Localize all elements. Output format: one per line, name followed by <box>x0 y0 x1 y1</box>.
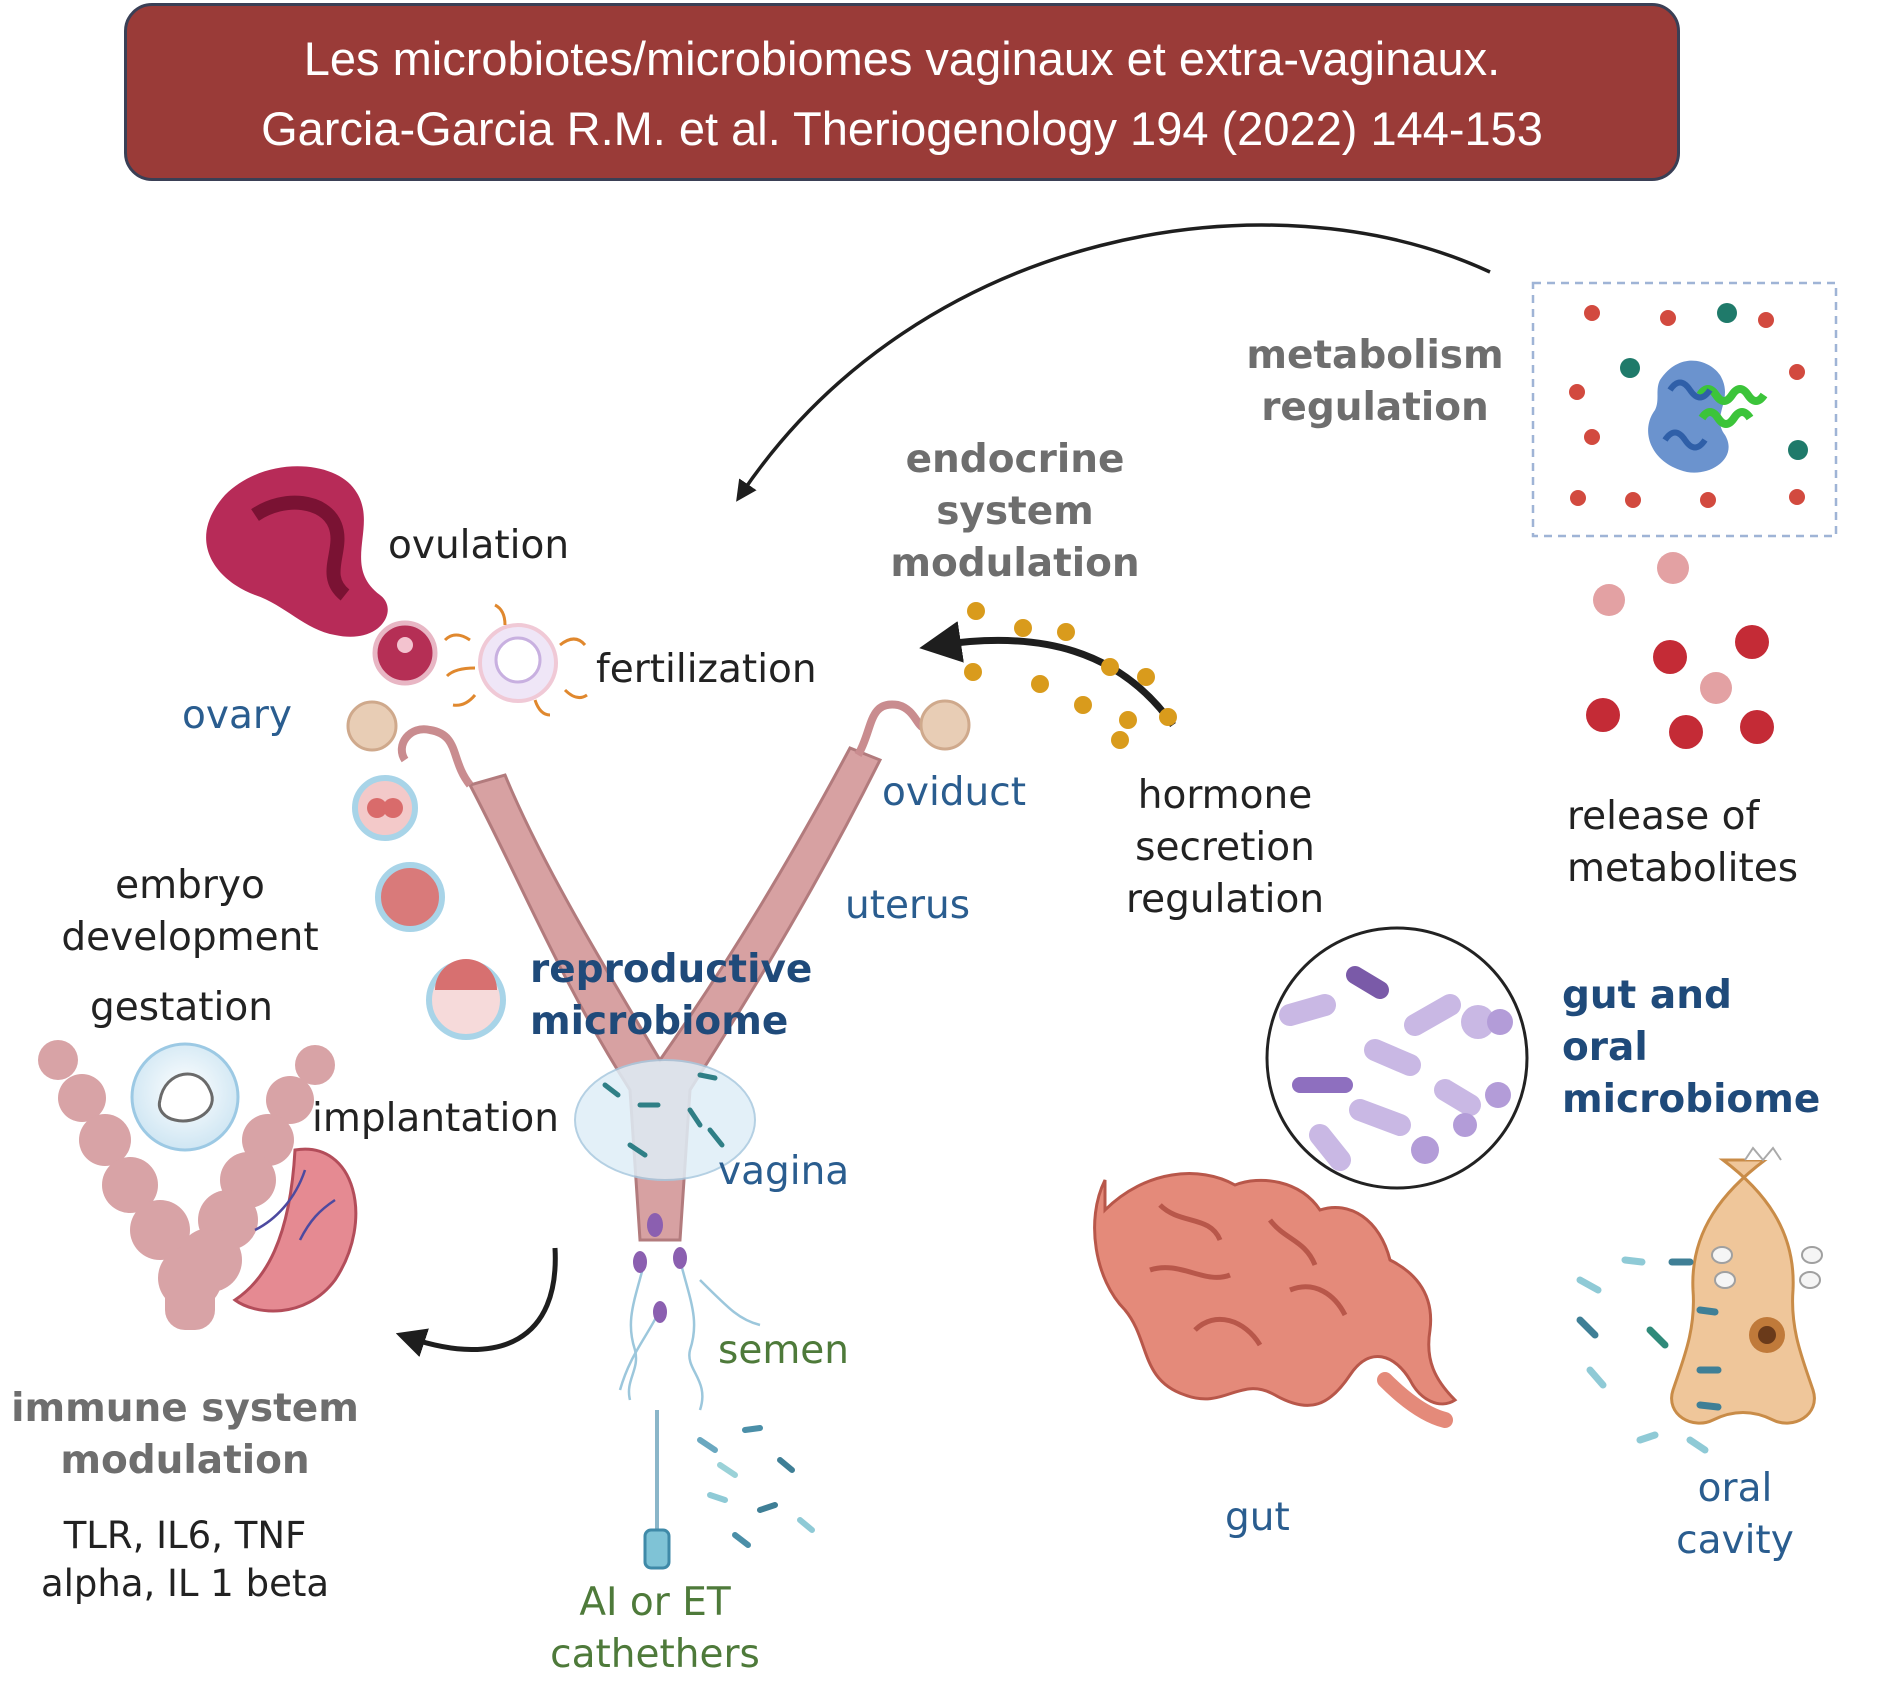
placenta-icon <box>232 1147 358 1313</box>
label-secretion-line: secretion <box>1135 825 1315 870</box>
ovary-tissue <box>206 466 388 637</box>
oral-cavity-icon <box>1670 1146 1823 1425</box>
label-oral-cavity-line-1: oral <box>1697 1466 1773 1511</box>
label-system-line: system <box>936 489 1094 534</box>
label-cytokines: TLR, IL6, TNF alpha, IL 1 beta <box>20 1512 350 1608</box>
hormone-dots <box>964 602 1177 749</box>
label-reproductive-line: reproductive <box>530 947 813 992</box>
vagina-microbiome-area <box>574 1059 756 1181</box>
label-hormone-secretion-regulation: hormone secretion regulation <box>1100 770 1350 926</box>
label-ai-et-catheters: AI or ET cathethers <box>505 1577 805 1681</box>
label-fertilization: fertilization <box>596 647 817 692</box>
label-cathethers-line: cathethers <box>550 1632 760 1677</box>
label-gut-oral-microbiome-line: microbiome <box>1562 1077 1821 1122</box>
title-line-2: Garcia-Garcia R.M. et al. Theriogenology… <box>261 102 1543 155</box>
hormone-arrow <box>919 621 1176 728</box>
oral-bacteria <box>1576 1256 1722 1454</box>
label-endocrine-system-modulation: endocrine system modulation <box>880 434 1150 590</box>
label-reproductive-microbiome: reproductive microbiome <box>530 944 812 1048</box>
protein-icon <box>1648 360 1768 473</box>
label-immune-system-modulation: immune system modulation <box>10 1383 360 1487</box>
label-implantation: implantation <box>312 1096 559 1141</box>
label-gut-oral-microbiome: gut and oral microbiome <box>1562 970 1820 1126</box>
label-hormone-line: hormone <box>1137 773 1313 818</box>
catheter-bacteria <box>697 1425 815 1548</box>
sperm-heads <box>633 1213 687 1323</box>
label-vagina: vagina <box>718 1149 850 1194</box>
label-gut: gut <box>1225 1495 1290 1540</box>
label-gestation: gestation <box>90 985 273 1030</box>
fertilization-icon <box>443 603 588 717</box>
label-ovary: ovary <box>182 693 292 738</box>
label-oral-line: oral <box>1562 1025 1648 1070</box>
label-metabolites-line: metabolites <box>1567 846 1799 891</box>
label-microbiome-line: microbiome <box>530 999 789 1044</box>
label-cytokines-line-1: TLR, IL6, TNF <box>63 1514 307 1557</box>
gestation-uterus <box>38 1040 335 1330</box>
molecule-icons <box>1569 303 1808 508</box>
label-uterus: uterus <box>845 883 971 928</box>
label-embryo-development: embryo development <box>40 860 340 964</box>
ovary-inner <box>251 495 350 601</box>
gut-bacteria <box>1279 966 1513 1171</box>
gut-icon <box>1093 1172 1458 1428</box>
label-gut-and-line: gut and <box>1562 973 1732 1018</box>
label-semen: semen <box>718 1328 850 1373</box>
catheter-icon <box>643 1410 671 1570</box>
metabolite-circles <box>1586 552 1774 749</box>
title-line-1: Les microbiotes/microbiomes vaginaux et … <box>303 32 1501 85</box>
vaginal-bacteria <box>602 1072 725 1158</box>
label-ovulation: ovulation <box>388 523 570 568</box>
label-hormone-regulation-line: regulation <box>1125 877 1325 922</box>
label-modulation-line: modulation <box>60 1438 310 1483</box>
embryo-stages <box>352 775 506 1040</box>
label-release-of-metabolites: release of metabolites <box>1567 791 1798 895</box>
label-endocrine-modulation-line: modulation <box>890 541 1140 586</box>
label-embryo-line: embryo <box>115 863 265 908</box>
fetus-icon <box>157 1072 214 1123</box>
label-release-line: release of <box>1567 794 1760 839</box>
label-oral-cavity-line-2: cavity <box>1676 1518 1794 1563</box>
label-metabolism-line: metabolism <box>1246 333 1504 378</box>
immune-arrow <box>395 1247 558 1357</box>
label-cytokines-line-2: alpha, IL 1 beta <box>40 1562 330 1605</box>
label-oral-cavity: oral cavity <box>1640 1463 1830 1567</box>
label-endocrine-line: endocrine <box>905 437 1125 482</box>
metabolism-arrow <box>736 223 1491 502</box>
label-ai-et-line: AI or ET <box>579 1580 731 1625</box>
label-metabolism-regulation: metabolism regulation <box>1240 330 1510 434</box>
title-banner: Les microbiotes/microbiomes vaginaux et … <box>124 3 1680 181</box>
label-oviduct: oviduct <box>882 770 1026 815</box>
label-immune-line: immune system <box>11 1386 359 1431</box>
label-development-line: development <box>61 915 319 960</box>
label-regulation-line: regulation <box>1261 385 1489 430</box>
